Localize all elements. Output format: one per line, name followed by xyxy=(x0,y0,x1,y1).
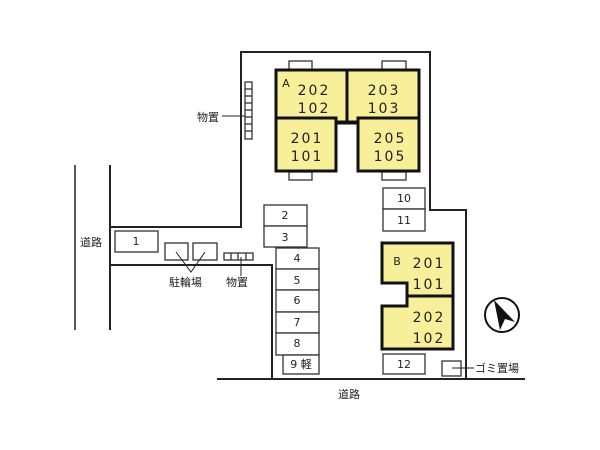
svg-text:205: 205 xyxy=(374,131,407,147)
svg-text:7: 7 xyxy=(294,316,301,329)
svg-text:101: 101 xyxy=(413,277,446,293)
svg-text:9 軽: 9 軽 xyxy=(290,358,312,371)
parking-1[interactable] xyxy=(114,230,159,253)
svg-text:1: 1 xyxy=(133,235,140,248)
svg-text:11: 11 xyxy=(397,214,411,227)
garbage-label: ゴミ置場 xyxy=(475,361,519,375)
svg-text:201: 201 xyxy=(413,256,446,272)
svg-text:202: 202 xyxy=(413,310,446,326)
storage-bottom-label: 物置 xyxy=(226,275,248,289)
parking-3[interactable] xyxy=(263,225,308,248)
svg-text:102: 102 xyxy=(413,331,446,347)
unit-b-202-102[interactable] xyxy=(380,294,455,351)
svg-text:6: 6 xyxy=(294,294,301,307)
storage-top-label: 物置 xyxy=(197,110,219,124)
svg-text:201: 201 xyxy=(291,131,324,147)
building-b: B 201 101 202 102 xyxy=(380,241,455,351)
road-bottom-label: 道路 xyxy=(338,387,360,401)
bicycle-parking: 駐輪場 xyxy=(164,242,218,289)
parking-spaces: 1 2 3 4 5 6 7 8 9 軽 10 11 12 xyxy=(114,187,426,375)
bicycle-parking-label: 駐輪場 xyxy=(169,275,202,289)
svg-text:5: 5 xyxy=(294,274,301,287)
svg-text:102: 102 xyxy=(298,101,331,117)
building-a: A 202 102 203 103 201 101 205 105 xyxy=(274,60,421,181)
svg-text:12: 12 xyxy=(397,358,411,371)
svg-text:202: 202 xyxy=(298,83,331,99)
svg-text:4: 4 xyxy=(294,252,301,265)
storage-top: 物置 xyxy=(197,81,253,140)
svg-text:203: 203 xyxy=(368,83,401,99)
svg-text:101: 101 xyxy=(291,149,324,165)
parking-12[interactable] xyxy=(382,353,426,375)
parking-9[interactable] xyxy=(282,354,320,375)
road-left-label: 道路 xyxy=(80,235,102,249)
storage-bottom: 物置 xyxy=(223,252,254,289)
svg-text:105: 105 xyxy=(374,149,407,165)
svg-text:10: 10 xyxy=(397,192,411,205)
svg-text:3: 3 xyxy=(282,231,289,244)
svg-text:2: 2 xyxy=(282,209,289,222)
building-a-label: A xyxy=(282,77,290,90)
unit-a-203-103[interactable] xyxy=(345,68,421,124)
building-b-label: B xyxy=(393,255,401,268)
parking-11[interactable] xyxy=(382,208,426,232)
garbage-area: ゴミ置場 xyxy=(441,360,519,377)
unit-a-205-105[interactable] xyxy=(356,116,421,173)
svg-text:8: 8 xyxy=(294,337,301,350)
svg-text:103: 103 xyxy=(368,101,401,117)
boundary-lines xyxy=(74,51,525,380)
unit-a-201-101[interactable] xyxy=(274,116,338,173)
north-arrow-icon xyxy=(484,297,520,333)
